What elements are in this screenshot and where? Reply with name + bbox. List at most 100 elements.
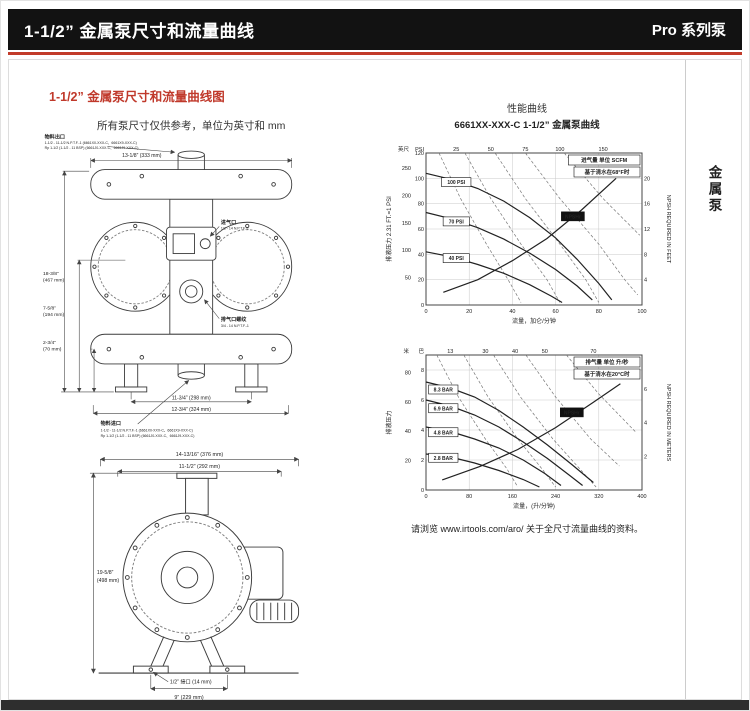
y-secondary-tick-label: 200 xyxy=(402,193,411,199)
y2-tick-label: 2 xyxy=(644,454,647,460)
outlet-flange xyxy=(176,472,218,479)
x-tick-label: 400 xyxy=(637,494,646,500)
exhaust-callout-title: 排气口螺纹 xyxy=(221,316,247,323)
y-secondary-tick-label: 80 xyxy=(405,370,411,376)
chart-subtitle: 6661XX-XXX-C 1-1/2” 金属泵曲线 xyxy=(454,120,600,131)
material-outlet-port xyxy=(177,150,205,159)
exhaust-callout-spec: 3/4 - 14 N.P.T.F.-1 xyxy=(221,324,249,328)
outlet-pipe xyxy=(185,477,209,516)
legend-box xyxy=(568,154,641,166)
curve-label: 40 PSI xyxy=(449,256,465,262)
air-tick-label: 50 xyxy=(542,349,548,355)
inlet-callout-title: 物料进口 xyxy=(101,420,121,427)
foot-right xyxy=(209,665,246,674)
curve-npshr xyxy=(441,383,621,481)
air-tick-label: 150 xyxy=(599,147,608,153)
y-unit-outer: 英尺 xyxy=(398,145,410,153)
legend-box xyxy=(573,166,641,178)
x-tick-label: 100 xyxy=(637,309,646,315)
curve-label-box xyxy=(561,211,585,222)
page-title: 1-1/2” 金属泵尺寸和流量曲线 xyxy=(24,22,255,41)
section-heading: 1-1/2” 金属泵尺寸和流量曲线图 xyxy=(49,90,225,104)
accent-rule xyxy=(8,52,742,55)
inlet-callout-spec1: 1-1/2 - 11-1/2 N.P.T.F.-1 (6661X0-XXX-C、… xyxy=(101,428,193,432)
curve-label: 6.9 BAR xyxy=(434,406,454,412)
y2-tick-label: 8 xyxy=(644,252,647,258)
air-tick-label: 70 xyxy=(590,349,596,355)
pump-body-outline xyxy=(90,150,293,393)
outlet-callout-spec1: 1-1/2 - 11-1/2 N.P.T.F.-1 (6661X0-XXX-C、… xyxy=(45,141,137,145)
y-secondary-tick-label: 150 xyxy=(402,221,411,227)
drawings-column: 13-1/8” (333 mm) 18-3/8” (467 mm) 7-5/8”… xyxy=(43,130,353,701)
x-tick-label: 0 xyxy=(424,494,427,500)
y-tick-label: 8 xyxy=(421,368,424,374)
pump-side-outline xyxy=(98,472,300,674)
plot-border xyxy=(425,152,643,306)
header-bar: 1-1/2” 金属泵尺寸和流量曲线 Pro 系列泵 xyxy=(8,9,742,50)
air-tick-label: 13 xyxy=(447,349,453,355)
dim-base-label: 9” (229 mm) xyxy=(174,695,203,701)
pump-front-view-drawing: 13-1/8” (333 mm) 18-3/8” (467 mm) 7-5/8”… xyxy=(43,133,293,438)
air-tick-label: 40 xyxy=(512,349,518,355)
curve-label: 8.3 BAR xyxy=(434,388,454,394)
dim-inner-depth-label: 11-1/2” (292 mm) xyxy=(179,464,220,470)
dimension-lines xyxy=(61,146,293,425)
curve-label: 70 PSI xyxy=(449,219,465,225)
x-tick-label: 40 xyxy=(509,309,515,315)
y2-tick-label: 4 xyxy=(644,421,647,427)
x-tick-label: 60 xyxy=(553,309,559,315)
air-consumption-curve xyxy=(566,354,637,434)
air-consumption-curve xyxy=(464,152,561,303)
curve-npshr xyxy=(443,177,617,293)
muffler xyxy=(249,599,300,624)
x-tick-label: 20 xyxy=(466,309,472,315)
side-view-labels: 14-13/16” (376 mm) 11-1/2” (292 mm) 19-5… xyxy=(97,452,224,701)
legend-label: 进气量 单位 SCFM xyxy=(581,156,628,164)
x-tick-label: 80 xyxy=(596,309,602,315)
pump-side-view-drawing: 14-13/16” (376 mm) 11-1/2” (292 mm) 19-5… xyxy=(89,452,300,701)
curve-label-box xyxy=(560,407,584,418)
y-tick-label: 40 xyxy=(418,252,424,258)
side-tab-label: 金属泵 xyxy=(706,165,722,215)
curve-label-box xyxy=(442,253,470,263)
dim-height-label: 18-3/8” xyxy=(43,271,59,277)
y-secondary-tick-label: 20 xyxy=(405,459,411,465)
port-hole-label: 1/2” 接口 (14 mm) xyxy=(170,678,212,686)
y-secondary-tick-label: 60 xyxy=(405,400,411,406)
curve-100-psi xyxy=(425,172,613,301)
legend-box xyxy=(573,368,641,380)
legend-label: 基于清水在20°C时 xyxy=(583,370,630,378)
air-consumption-curve xyxy=(438,152,522,303)
curve-label-box xyxy=(428,427,459,438)
curve-label: 2.8 BAR xyxy=(434,456,454,462)
air-consumption-curve xyxy=(494,152,600,303)
x-tick-label: 80 xyxy=(466,494,472,500)
dim-air-height-mm-label: (194 mm) xyxy=(43,312,64,318)
air-tick-label: 100 xyxy=(555,147,564,153)
inlet-callout-spec2: Rp 1-1/2 (1-1/2 - 11 BSP) (6661J0-XXX-C、… xyxy=(101,434,195,438)
y2-axis-label: NPSH REQUIRED IN FEET xyxy=(665,195,671,264)
mounting-hole xyxy=(225,667,230,672)
y-unit-outer: 米 xyxy=(403,347,409,355)
y2-tick-label: 16 xyxy=(644,202,650,208)
air-tick-label: 75 xyxy=(522,147,528,153)
x-tick-label: 0 xyxy=(424,309,427,315)
front-view-labels: 13-1/8” (333 mm) 18-3/8” (467 mm) 7-5/8”… xyxy=(43,133,249,438)
y-axis-label: 排液压力 2.31 FT.=1 PSI xyxy=(385,196,393,262)
foot-left xyxy=(132,665,169,674)
curve-label: 100 PSI xyxy=(447,180,465,186)
x-axis-label: 流量，(升/分钟) xyxy=(513,502,555,510)
side-tab: 金属泵 xyxy=(685,60,741,699)
dim-height-mm-label: (467 mm) xyxy=(43,278,64,284)
y2-axis-label: NPSH REQUIRED IN METERS xyxy=(665,384,671,462)
dimension-lines xyxy=(89,456,300,692)
air-tick-label: 50 xyxy=(488,147,494,153)
curve-label-box xyxy=(441,177,472,187)
mounting-hole xyxy=(148,667,154,672)
exhaust-muffler xyxy=(179,279,204,304)
product-line-label: Pro 系列泵 xyxy=(651,22,726,39)
y-secondary-tick-label: 250 xyxy=(402,166,411,172)
y-secondary-tick-label: 40 xyxy=(405,429,411,435)
y-secondary-tick-label: 100 xyxy=(402,248,411,254)
